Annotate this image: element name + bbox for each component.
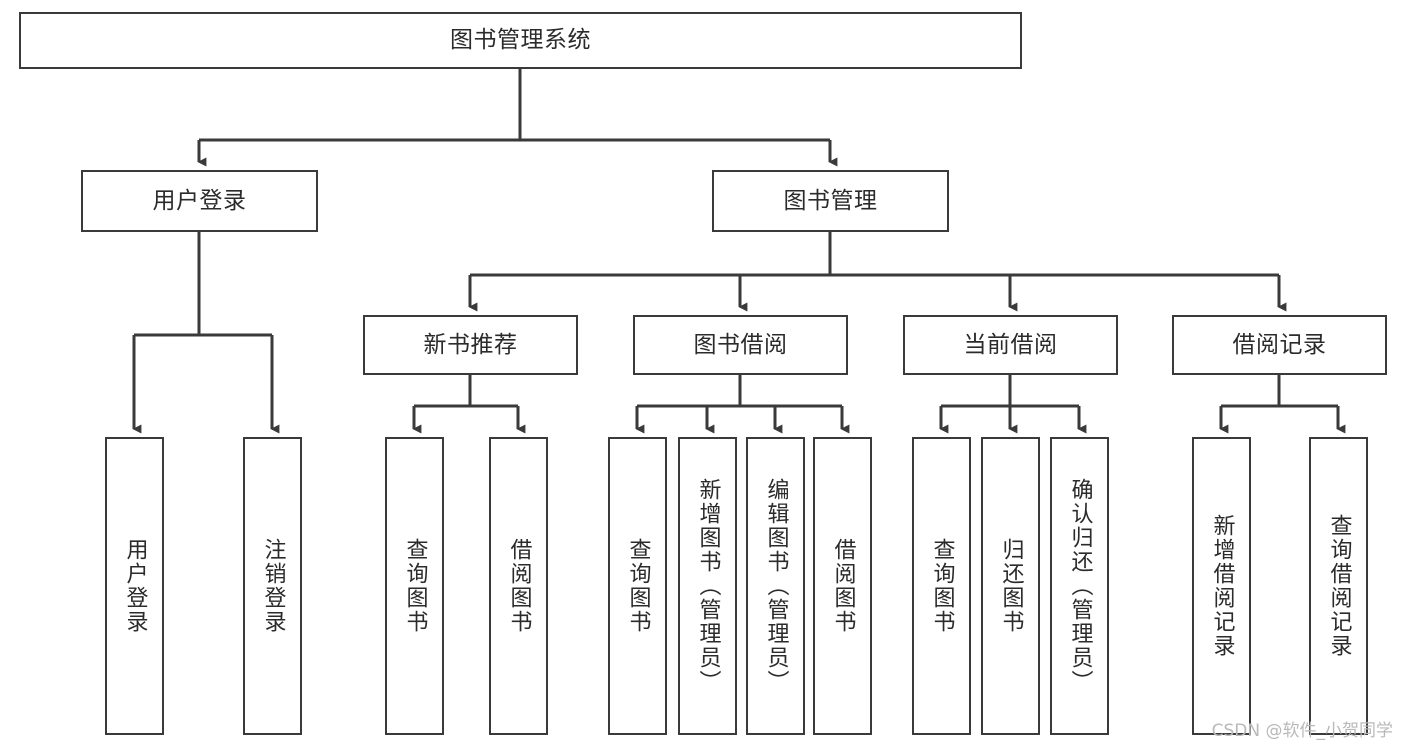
leaf-current-borrow-confirm-admin[interactable]: 确认归还（管理员）: [1050, 437, 1109, 735]
node-label: 新增借阅记录: [1209, 514, 1235, 658]
node-label: 图书管理: [783, 187, 878, 214]
node-label: 借阅图书: [830, 538, 856, 634]
node-label: 图书借阅: [693, 331, 788, 358]
node-label: 用户登录: [122, 538, 148, 634]
leaf-current-borrow-return[interactable]: 归还图书: [981, 437, 1040, 735]
node-current-borrow[interactable]: 当前借阅: [903, 315, 1118, 375]
node-user-login[interactable]: 用户登录: [81, 170, 318, 232]
node-borrow-record[interactable]: 借阅记录: [1172, 315, 1387, 375]
node-new-book-recommend[interactable]: 新书推荐: [363, 315, 578, 375]
node-label: 编辑图书（管理员）: [763, 478, 789, 694]
node-label: 查询图书: [402, 538, 428, 634]
leaf-book-borrow-edit-admin[interactable]: 编辑图书（管理员）: [746, 437, 805, 735]
leaf-user-login-login[interactable]: 用户登录: [105, 437, 164, 735]
node-label: 归还图书: [998, 538, 1024, 634]
leaf-new-book-query[interactable]: 查询图书: [385, 437, 444, 735]
node-label: 当前借阅: [963, 331, 1058, 358]
leaf-user-login-logout[interactable]: 注销登录: [243, 437, 302, 735]
node-label: 借阅记录: [1232, 331, 1327, 358]
node-label: 借阅图书: [506, 538, 532, 634]
node-label: 新书推荐: [423, 331, 518, 358]
node-root-book-management-system[interactable]: 图书管理系统: [19, 12, 1022, 69]
leaf-book-borrow-borrow[interactable]: 借阅图书: [813, 437, 872, 735]
node-label: 图书管理系统: [450, 27, 591, 54]
leaf-borrow-record-add[interactable]: 新增借阅记录: [1192, 437, 1251, 735]
node-book-management[interactable]: 图书管理: [712, 170, 949, 232]
node-label: 查询图书: [929, 538, 955, 634]
node-label: 新增图书（管理员）: [695, 478, 721, 694]
node-label: 确认归还（管理员）: [1067, 478, 1093, 694]
node-label: 查询借阅记录: [1326, 514, 1352, 658]
leaf-book-borrow-add-admin[interactable]: 新增图书（管理员）: [678, 437, 737, 735]
node-label: 注销登录: [260, 538, 286, 634]
leaf-borrow-record-query[interactable]: 查询借阅记录: [1309, 437, 1368, 735]
leaf-book-borrow-query[interactable]: 查询图书: [608, 437, 667, 735]
leaf-new-book-borrow[interactable]: 借阅图书: [489, 437, 548, 735]
node-label: 用户登录: [152, 187, 247, 214]
leaf-current-borrow-query[interactable]: 查询图书: [912, 437, 971, 735]
node-label: 查询图书: [625, 538, 651, 634]
node-book-borrow[interactable]: 图书借阅: [633, 315, 848, 375]
